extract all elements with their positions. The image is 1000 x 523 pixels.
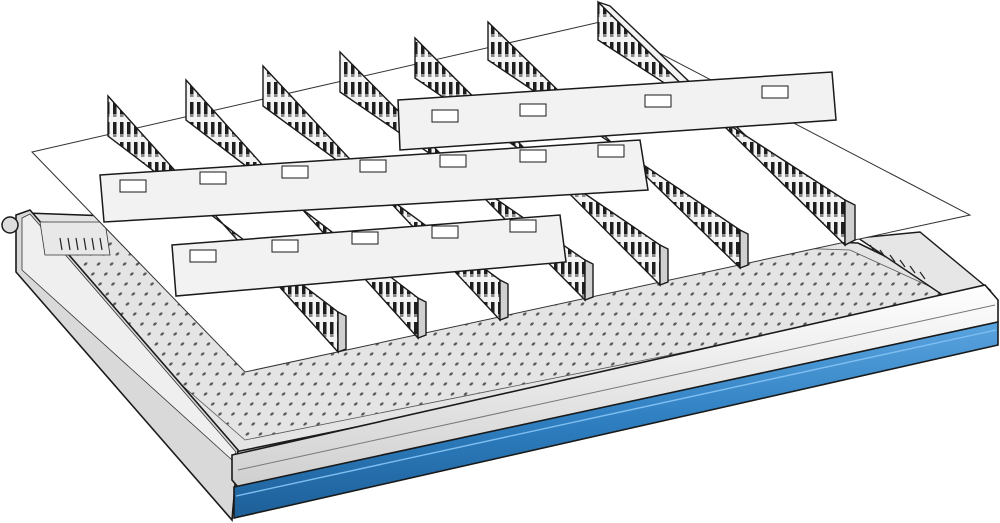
transverse-divider-middle [99, 139, 649, 223]
transverse-divider-back [397, 71, 837, 151]
drawer-left-wall [1, 209, 239, 522]
divider-front-edges [337, 198, 856, 354]
drawer-knob-icon [1, 216, 19, 234]
transverse-dividers [99, 71, 837, 297]
drawer-front [231, 284, 999, 520]
transverse-divider-front [171, 214, 567, 297]
